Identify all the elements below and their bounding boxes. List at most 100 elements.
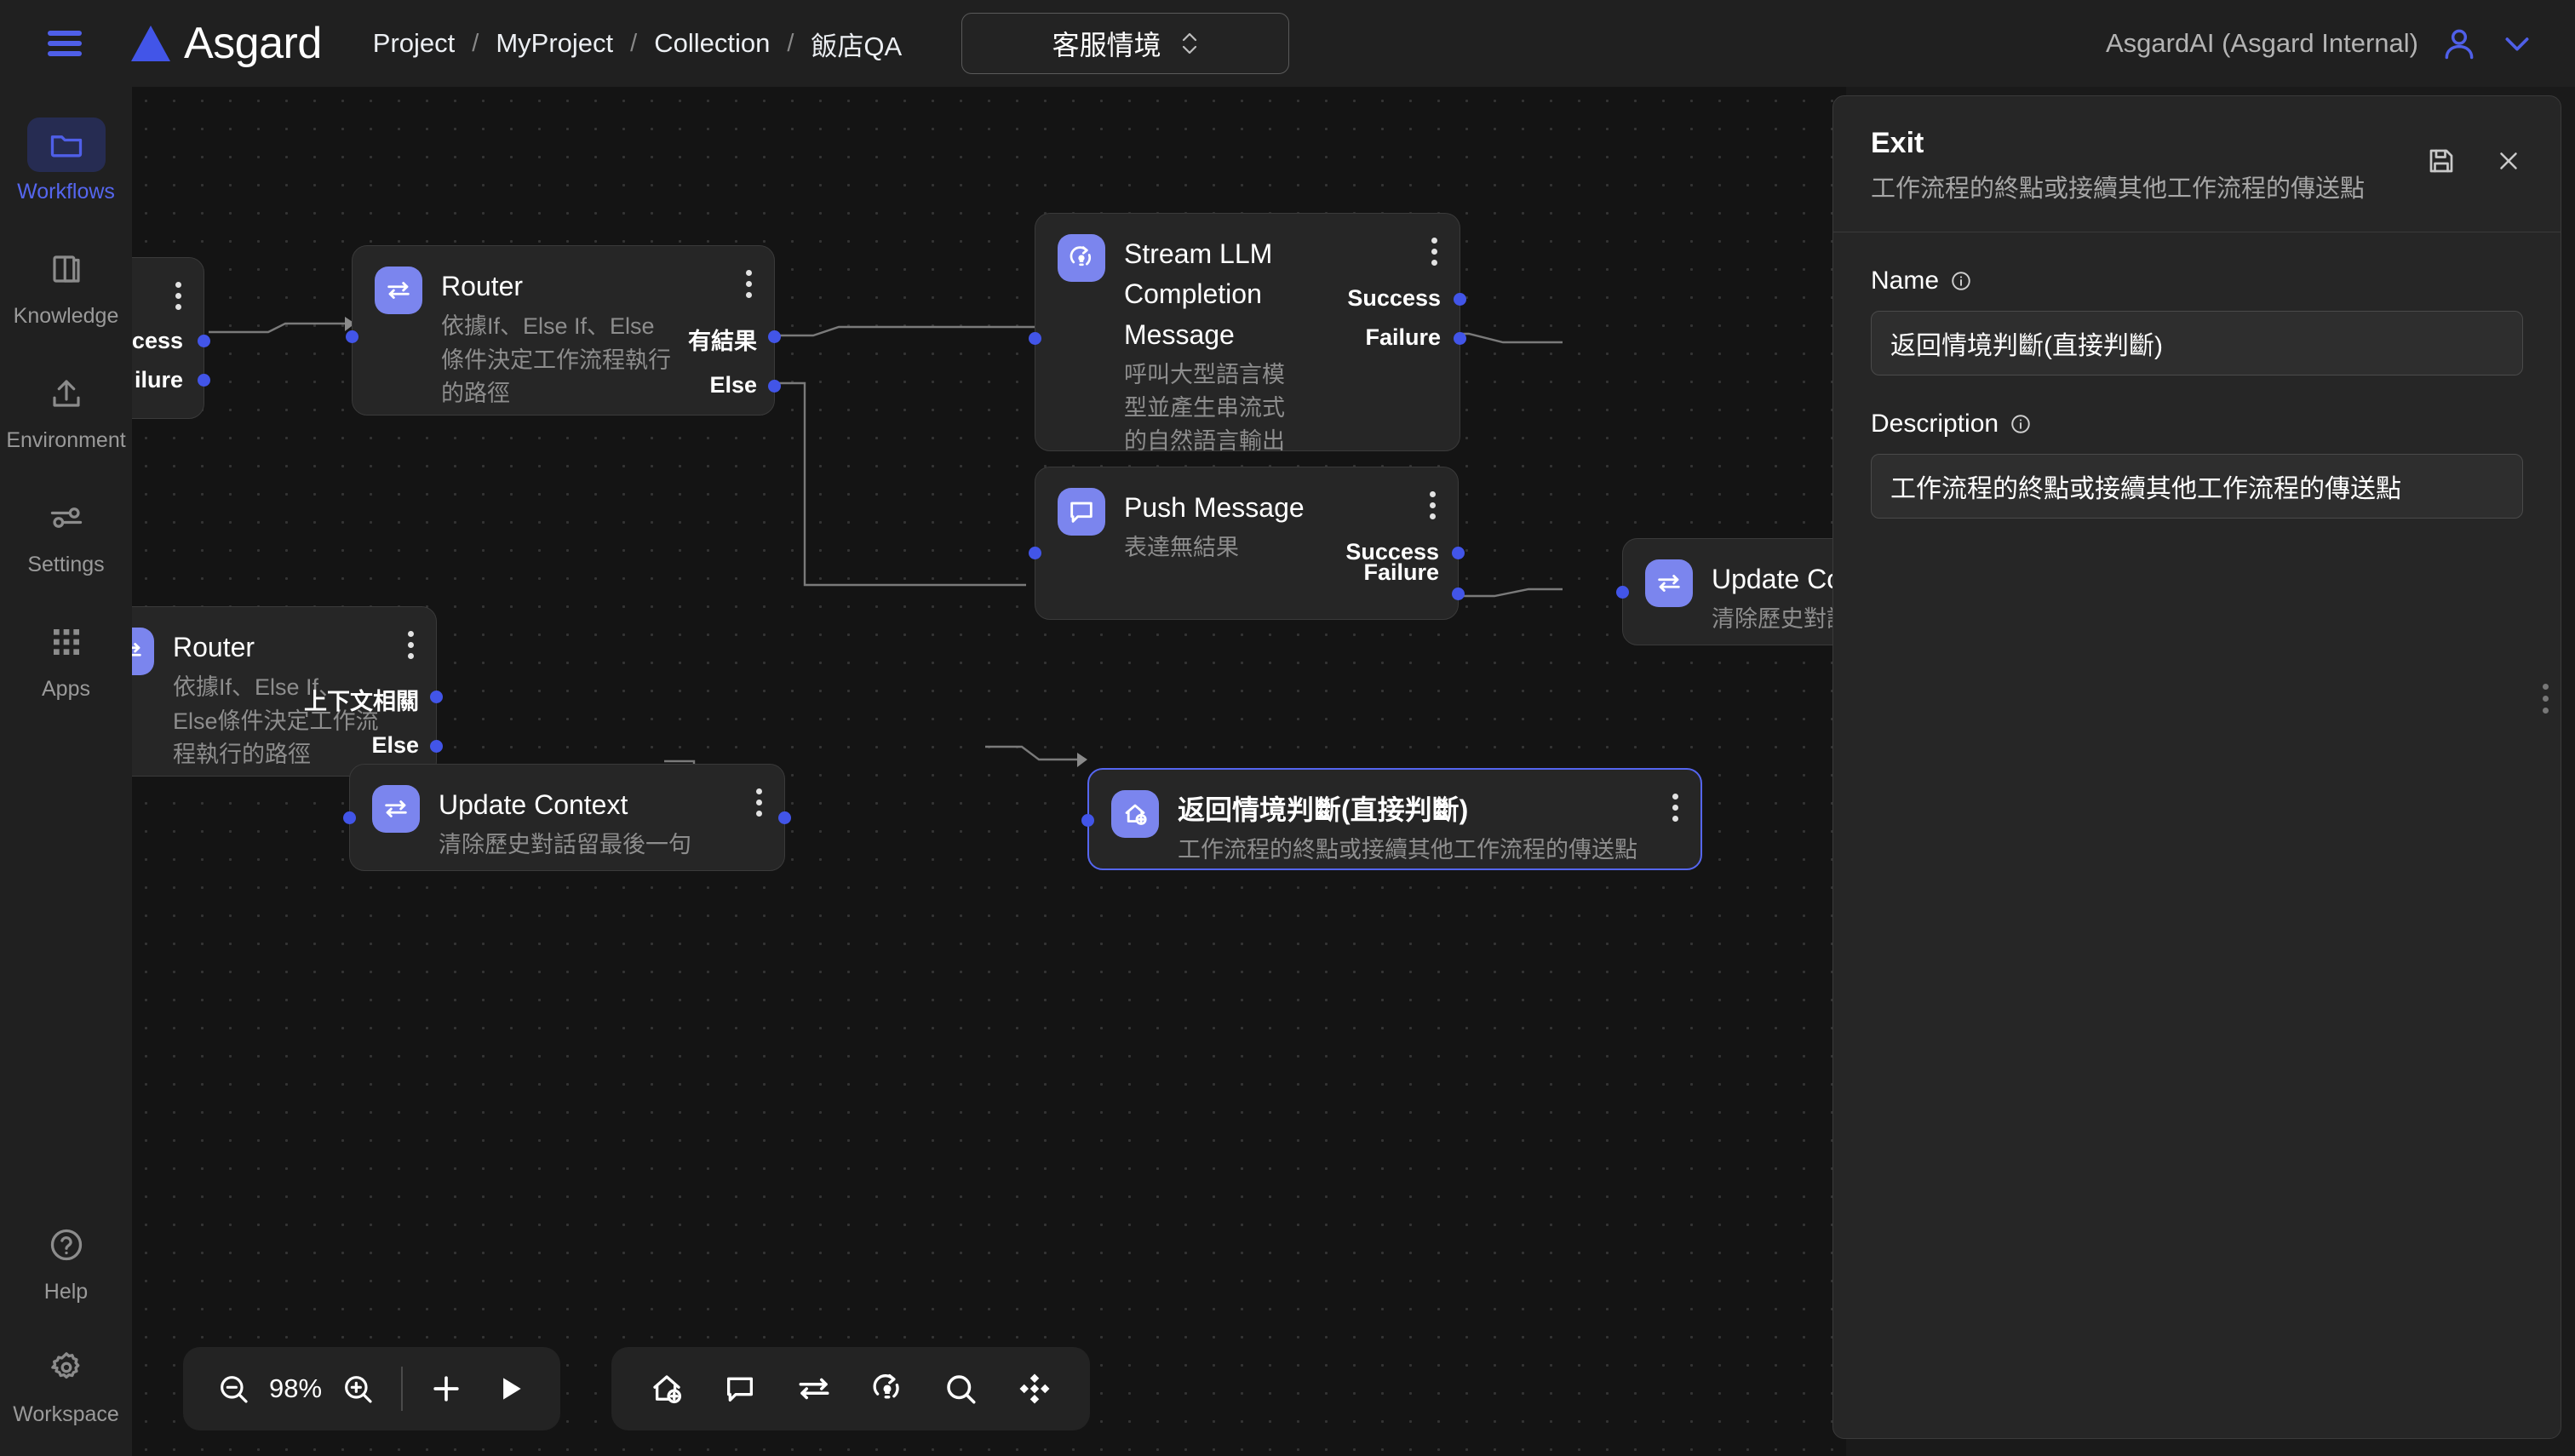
node-header: Update Con 清除歷史對話 [1645,559,1846,637]
node-push-message[interactable]: Push Message 表達無結果 Success Failure [1029,467,1465,620]
node-kebab-menu[interactable] [746,270,752,298]
node-clipped-left[interactable]: ccess ilure [132,257,210,419]
node-output-label: Else [709,372,757,398]
output-port[interactable] [1452,588,1465,600]
output-port[interactable] [1452,547,1465,559]
node-kebab-menu[interactable] [408,631,414,659]
sidebar-item-help[interactable]: Help [11,1218,122,1304]
output-port[interactable] [768,380,781,393]
add-push-message-icon[interactable] [711,1360,769,1418]
upload-icon [27,366,106,421]
folder-icon [26,118,106,172]
panel-body: Name Description [1833,232,2561,553]
description-input[interactable] [1871,454,2523,519]
output-port[interactable] [1454,293,1466,306]
node-texts: Push Message 表達無結果 [1124,488,1305,565]
node-header: Update Context 清除歷史對話留最後一句 [372,785,762,863]
sidebar-item-knowledge[interactable]: Knowledge [11,242,122,329]
sidebar-item-workflows[interactable]: Workflows [11,118,122,204]
panel-subtitle: 工作流程的終點或接續其他工作流程的傳送點 [1871,175,2366,203]
chevron-down-icon[interactable] [2500,26,2534,60]
node-exit-selected[interactable]: 返回情境判斷(直接判斷) 工作流程的終點或接續其他工作流程的傳送點 [1081,768,1702,870]
close-icon[interactable] [2494,146,2523,175]
node-description: 清除歷史對話留最後一句 [439,832,691,858]
output-port[interactable] [768,330,781,343]
node-update-context[interactable]: Update Context 清除歷史對話留最後一句 [343,764,791,871]
breadcrumb-item-current[interactable]: 飯店QA [811,31,903,61]
node-texts: Router 依據If、Else If、Else條件決定工作流程執行的路徑 [441,267,671,410]
play-icon[interactable] [485,1362,535,1415]
sliders-icon [27,490,106,545]
save-icon[interactable] [2426,146,2457,176]
plus-icon[interactable] [422,1362,471,1415]
user-icon[interactable] [2440,25,2478,62]
breadcrumb-item-project[interactable]: Project [372,28,456,58]
node-description: 工作流程的終點或接續其他工作流程的傳送點 [1178,837,1637,863]
sidebar-item-environment[interactable]: Environment [6,366,126,453]
node-kebab-menu[interactable] [1431,238,1437,266]
book-icon [27,242,106,296]
node-router-2[interactable]: Router 依據If、Else If、Else條件決定工作流程執行的路徑 上下… [132,606,443,777]
output-port[interactable] [1454,332,1466,345]
router-icon [1645,559,1693,607]
sidebar-item-workspace[interactable]: Workspace [11,1340,122,1427]
zoom-in-icon[interactable] [334,1362,383,1415]
node-kebab-menu[interactable] [175,282,181,310]
sidebar-bottom: Help Workspace [11,1218,122,1456]
fit-view-icon[interactable] [1006,1360,1064,1418]
top-header: Asgard Project / MyProject / Collection … [0,0,2575,87]
node-output-label: Failure [1363,559,1439,585]
node-output-label: Success [1345,539,1439,565]
add-exit-node-icon[interactable] [638,1360,696,1418]
zoom-out-icon[interactable] [209,1362,258,1415]
sidebar-item-label: Knowledge [13,304,119,328]
input-port[interactable] [1029,547,1041,559]
node-stream-llm[interactable]: Stream LLM Completion Message 呼叫大型語言模型並產… [1029,213,1466,454]
hamburger-icon[interactable] [48,31,82,56]
input-port[interactable] [1029,332,1041,345]
node-kebab-menu[interactable] [1672,794,1678,822]
left-sidebar: Workflows Knowledge Environment [0,87,132,1456]
output-port[interactable] [430,691,443,703]
node-header: Router 依據If、Else If、Else條件決定工作流程執行的路徑 [132,628,414,771]
node-kebab-menu[interactable] [756,788,762,817]
output-port[interactable] [778,811,791,824]
breadcrumb-item-myproject[interactable]: MyProject [496,28,614,58]
sidebar-item-settings[interactable]: Settings [11,490,122,577]
input-port[interactable] [1616,586,1629,599]
output-port[interactable] [198,335,210,347]
router-icon [375,267,422,314]
node-texts: 返回情境判斷(直接判斷) 工作流程的終點或接續其他工作流程的傳送點 [1178,790,1637,868]
node-title: Push Message [1124,492,1305,523]
node-title: Router [441,271,524,301]
input-port[interactable] [346,330,358,343]
sidebar-item-label: Environment [6,428,126,452]
input-port[interactable] [343,811,356,824]
name-input[interactable] [1871,311,2523,375]
node-kebab-menu[interactable] [1430,491,1436,519]
node-router-top[interactable]: Router 依據If、Else If、Else條件決定工作流程執行的路徑 有結… [346,245,781,416]
environment-selector[interactable]: 客服情境 [961,13,1290,74]
node-output-label: Success [1347,285,1441,311]
node-texts: Update Con 清除歷史對話 [1712,559,1846,637]
breadcrumb-item-collection[interactable]: Collection [654,28,771,58]
panel-title: Exit [1871,127,1924,159]
add-stream-llm-icon[interactable] [858,1360,916,1418]
info-icon[interactable] [2010,413,2032,435]
info-icon[interactable] [1950,270,1972,292]
workflow-canvas[interactable]: ccess ilure Router 依據If、Else If、Else條件決定… [132,87,1846,1456]
question-circle-icon [27,1218,106,1272]
output-port[interactable] [430,740,443,753]
panel-resize-grip[interactable] [2543,684,2549,714]
search-icon[interactable] [932,1360,989,1418]
output-port[interactable] [198,374,210,387]
zoom-toolbar: 98% [183,1347,560,1430]
breadcrumb-separator: / [472,29,479,57]
sidebar-item-apps[interactable]: Apps [11,615,122,702]
input-port[interactable] [1081,814,1094,827]
add-router-icon[interactable] [785,1360,843,1418]
node-properties-panel: Exit 工作流程的終點或接續其他工作流程的傳送點 Name [1832,95,2561,1439]
exit-icon [1111,790,1159,838]
node-update-context-right[interactable]: Update Con 清除歷史對話 [1616,538,1846,645]
